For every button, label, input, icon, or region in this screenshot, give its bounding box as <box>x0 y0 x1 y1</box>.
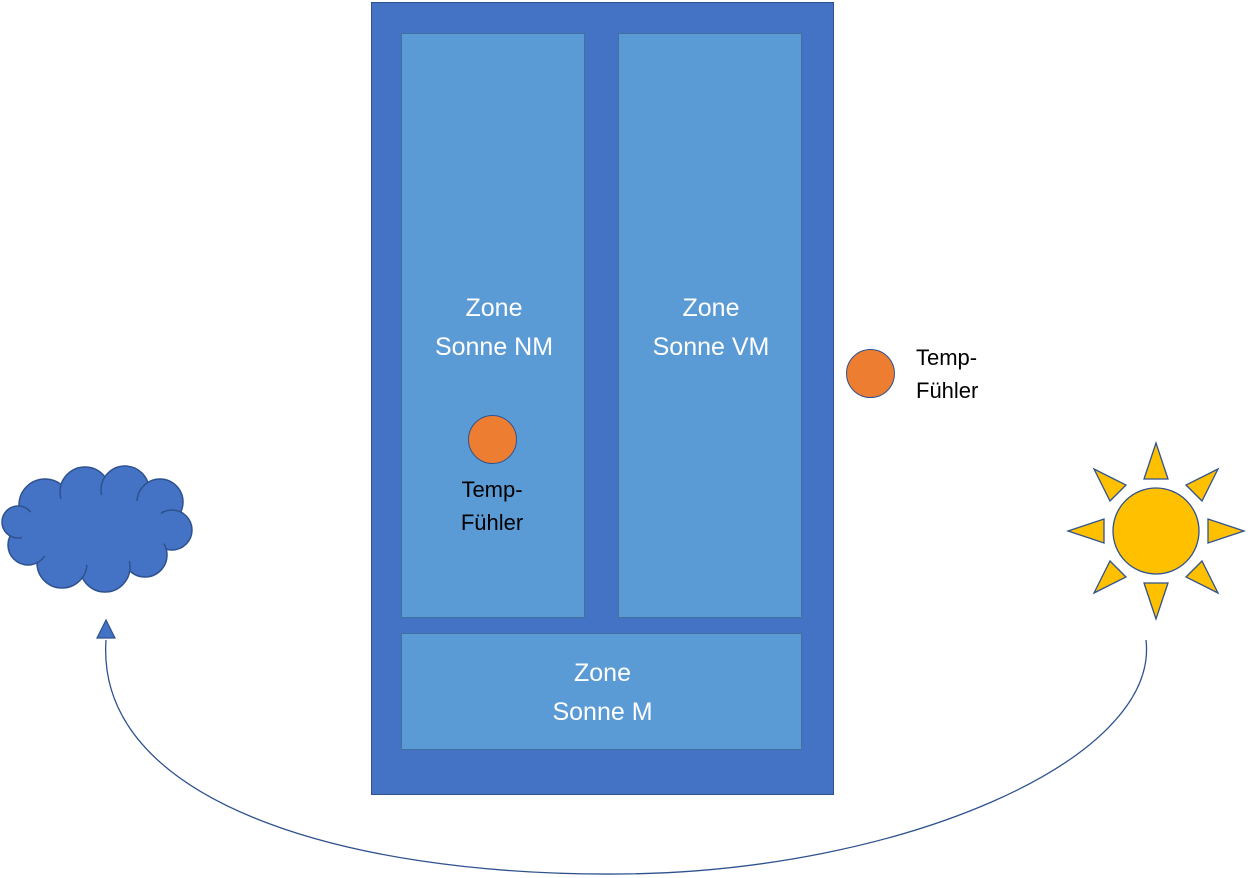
zone-sonne-m: Zone Sonne M <box>401 633 802 750</box>
zone-sonne-nm: Zone Sonne NM <box>401 33 585 618</box>
temp-sensor-outside-label: Temp- Fühler <box>916 345 979 403</box>
arc-arrowhead <box>96 618 116 639</box>
zone-sonne-m-label: Zone Sonne M <box>552 659 653 726</box>
zone-sonne-vm-label: Zone Sonne VM <box>652 294 770 361</box>
cloud-icon <box>1 465 193 593</box>
temp-sensor-outside <box>846 349 895 398</box>
temp-sensor-inside-label: Temp- Fühler <box>460 477 524 535</box>
temp-sensor-inside <box>468 415 517 464</box>
sun-icon <box>1065 440 1247 622</box>
sun-path-arc <box>105 639 1148 875</box>
zone-sonne-vm: Zone Sonne VM <box>618 33 802 618</box>
zone-sonne-nm-label: Zone Sonne NM <box>434 294 554 361</box>
